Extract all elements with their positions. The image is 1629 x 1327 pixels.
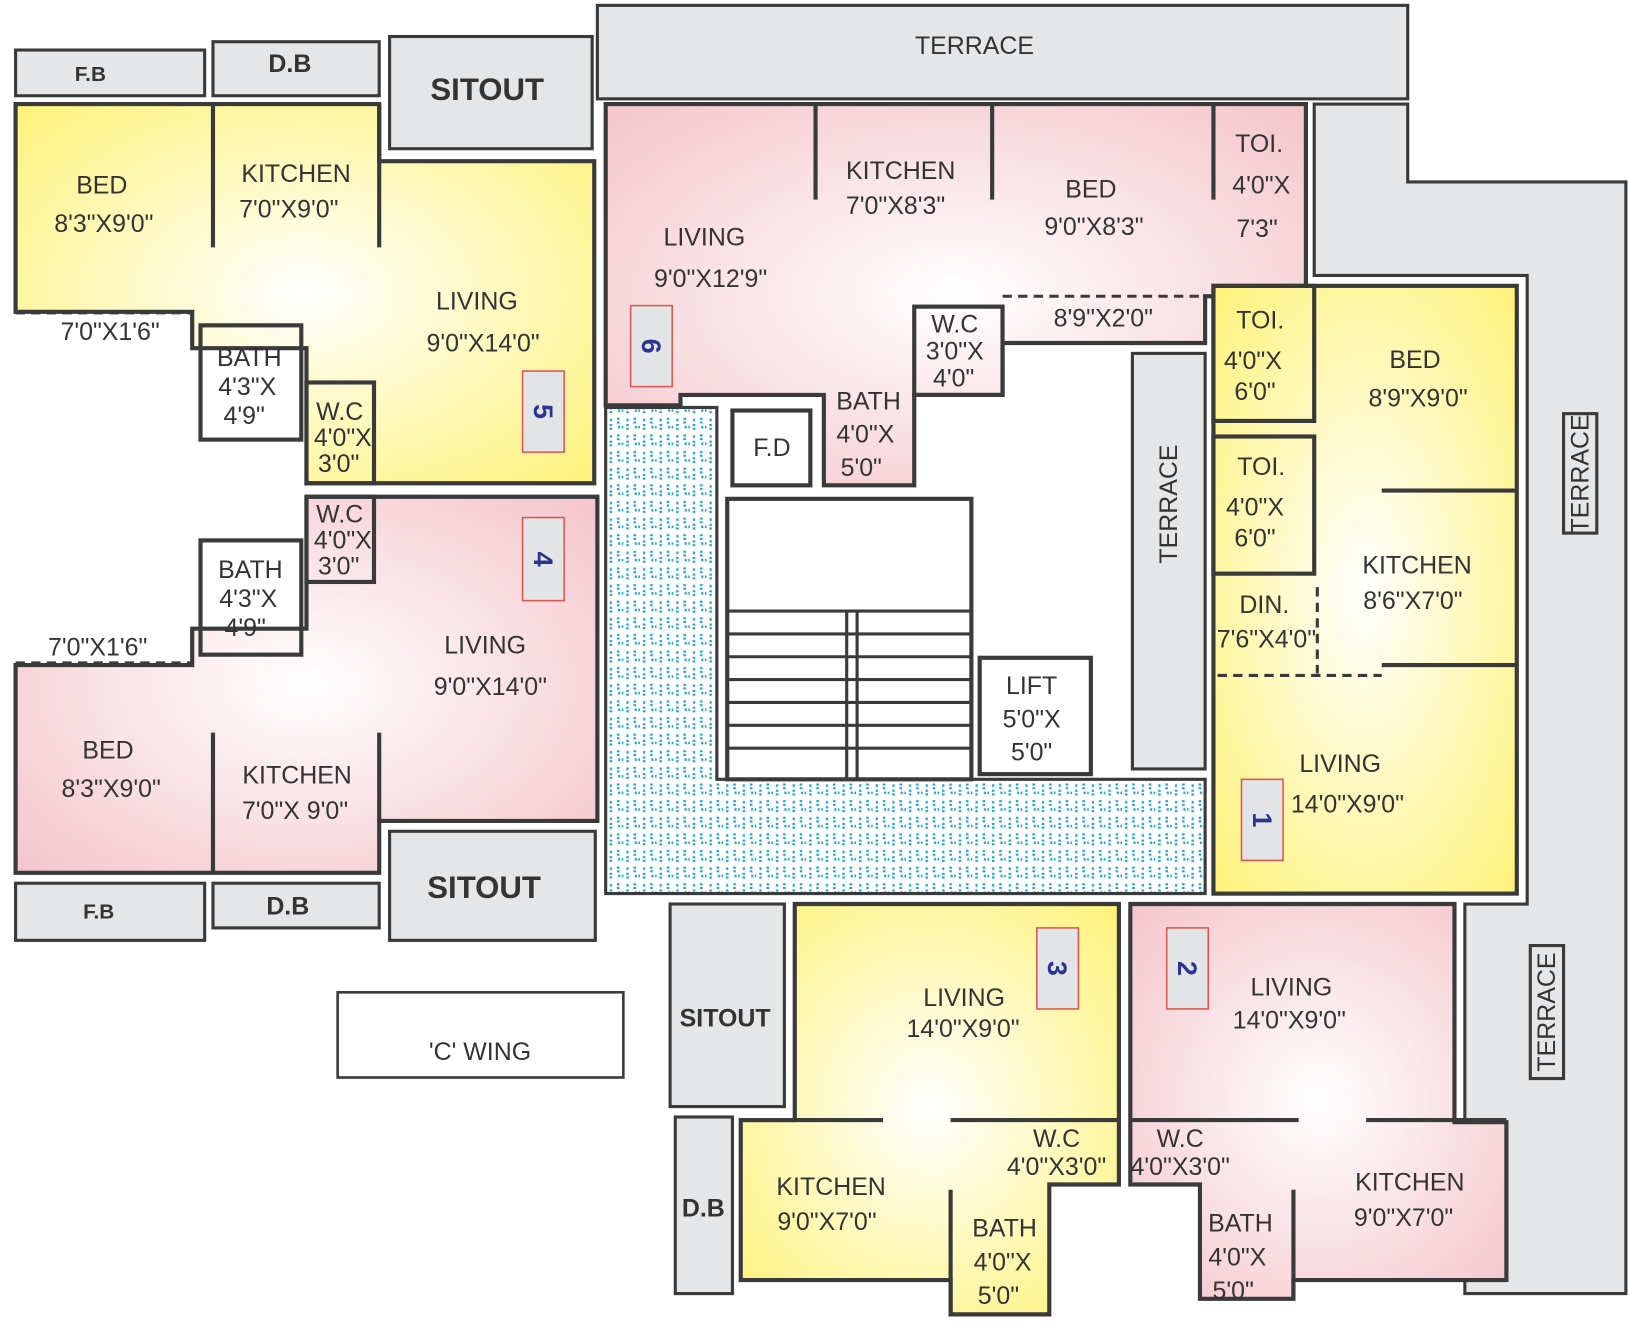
unit-badge-3: 3 bbox=[1036, 927, 1080, 1010]
room-label: 7'0"X1'6" bbox=[60, 318, 159, 346]
sitout-label-unit3: SITOUT bbox=[680, 1005, 771, 1033]
unit-badge-1: 1 bbox=[1240, 778, 1284, 862]
fb-label-bottom: F.B bbox=[83, 901, 114, 924]
db-unit3 bbox=[673, 1115, 734, 1296]
staircase bbox=[725, 496, 974, 782]
terrace-label-right: TERRACE bbox=[1566, 414, 1594, 533]
room-label: 8'9"X2'0" bbox=[1054, 304, 1153, 332]
svg-text:6: 6 bbox=[636, 339, 666, 354]
svg-text:5: 5 bbox=[528, 404, 558, 419]
terrace-middle bbox=[1130, 351, 1207, 771]
db-label-top: D.B bbox=[268, 50, 311, 78]
unit-3 bbox=[738, 901, 1121, 1317]
terrace-label-middle: TERRACE bbox=[1155, 444, 1183, 563]
sitout-label-top: SITOUT bbox=[430, 72, 544, 107]
sitout-top bbox=[388, 34, 594, 151]
unit-2 bbox=[1128, 901, 1509, 1301]
db-label-bottom: D.B bbox=[266, 892, 309, 920]
unit-badge-5: 5 bbox=[521, 370, 565, 453]
stair-steps bbox=[727, 609, 972, 780]
db-top bbox=[211, 40, 381, 98]
terrace-top bbox=[595, 3, 1410, 101]
unit-badge-4: 4 bbox=[521, 516, 565, 602]
unit-badge-2: 2 bbox=[1165, 927, 1210, 1010]
fb-label-top: F.B bbox=[75, 63, 106, 86]
svg-text:3: 3 bbox=[1042, 961, 1072, 976]
wing-title: 'C' WING bbox=[336, 991, 625, 1079]
db-bottom bbox=[211, 881, 381, 930]
fd-room bbox=[730, 408, 813, 488]
svg-text:'C' WING: 'C' WING bbox=[429, 1038, 531, 1066]
lift bbox=[977, 655, 1093, 777]
svg-text:2: 2 bbox=[1172, 961, 1202, 976]
fd-label: F.D bbox=[753, 434, 790, 462]
db-label-unit3: D.B bbox=[682, 1195, 725, 1223]
terrace-label-bottom-right: TERRACE bbox=[1533, 953, 1561, 1072]
terrace-label-top: TERRACE bbox=[915, 32, 1034, 60]
unit-badge-6: 6 bbox=[629, 304, 673, 388]
sitout-unit3 bbox=[668, 902, 786, 1109]
terrace-right bbox=[1312, 102, 1628, 1296]
fb-bottom bbox=[14, 881, 207, 942]
unit-4 bbox=[13, 494, 600, 875]
room-label: DIN.7'6"X4'0" bbox=[1217, 591, 1316, 653]
svg-text:1: 1 bbox=[1247, 812, 1277, 827]
unit-5 bbox=[13, 101, 597, 486]
svg-text:4: 4 bbox=[528, 552, 558, 567]
lobby-tiles bbox=[604, 405, 1207, 896]
sitout-label-bottom: SITOUT bbox=[427, 870, 541, 905]
room-label: 7'0"X1'6" bbox=[48, 634, 147, 662]
fb-top bbox=[14, 48, 207, 98]
sitout-bottom bbox=[388, 829, 597, 942]
